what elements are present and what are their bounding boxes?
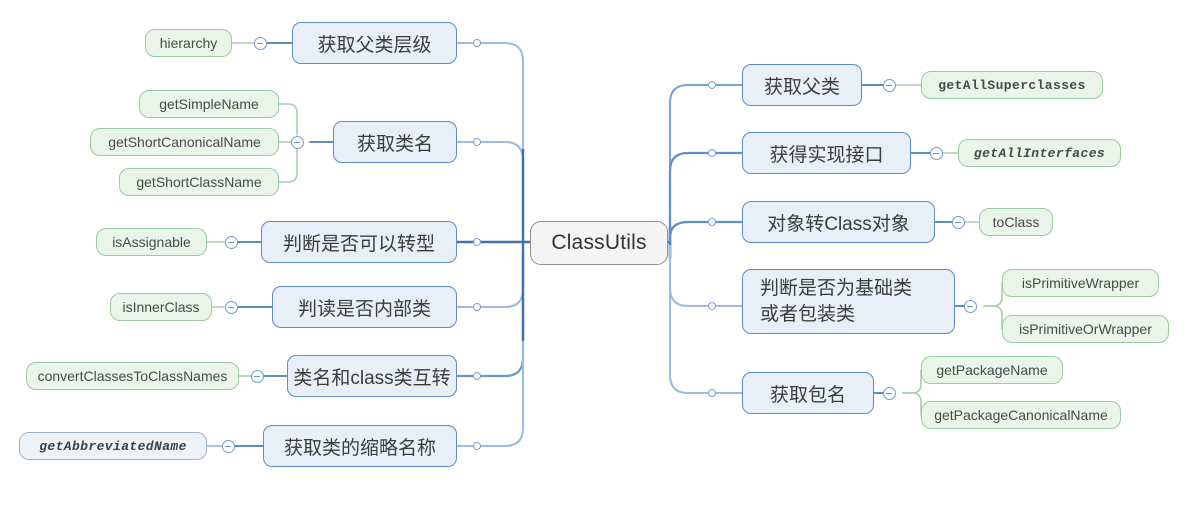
leaf-get-package-canonical-name[interactable]: getPackageCanonicalName xyxy=(921,401,1121,429)
leaf-get-short-class-name[interactable]: getShortClassName xyxy=(119,168,279,196)
topic-is-inner-class[interactable]: 判读是否内部类 xyxy=(272,286,457,328)
leaf-get-package-name[interactable]: getPackageName xyxy=(921,356,1063,384)
root-node-classutils[interactable]: ClassUtils xyxy=(530,221,668,265)
topic-get-package-name[interactable]: 获取包名 xyxy=(742,372,874,414)
branch-junction-dot[interactable] xyxy=(473,303,481,311)
topic-label: 判读是否内部类 xyxy=(297,298,431,320)
minus-circle-icon[interactable] xyxy=(930,147,943,160)
leaf-label: getShortClassName xyxy=(136,174,262,190)
topic-is-primitive-or-wrapper[interactable]: 判断是否为基础类 或者包装类 xyxy=(742,269,955,334)
topic-label: 判断是否为基础类 或者包装类 xyxy=(760,278,913,325)
topic-label: 获取类的缩略名称 xyxy=(283,437,436,459)
leaf-label: getSimpleName xyxy=(159,96,259,112)
branch-junction-dot[interactable] xyxy=(473,39,481,47)
leaf-hierarchy[interactable]: hierarchy xyxy=(145,29,232,57)
leaf-convert-classes-to-class-names[interactable]: convertClassesToClassNames xyxy=(26,362,239,390)
minus-circle-icon[interactable] xyxy=(254,37,267,50)
minus-circle-icon[interactable] xyxy=(222,440,235,453)
leaf-label: isPrimitiveWrapper xyxy=(1021,275,1140,291)
topic-label: 获取包名 xyxy=(769,384,846,406)
branch-junction-dot[interactable] xyxy=(708,218,716,226)
minus-circle-icon[interactable] xyxy=(251,370,264,383)
topic-label: 获取父类层级 xyxy=(317,34,432,56)
branch-junction-dot[interactable] xyxy=(473,442,481,450)
minus-circle-icon[interactable] xyxy=(291,136,304,149)
leaf-label: getPackageName xyxy=(936,362,1048,378)
branch-junction-dot[interactable] xyxy=(708,149,716,157)
minus-circle-icon[interactable] xyxy=(883,387,896,400)
leaf-label: isPrimitiveOrWrapper xyxy=(1019,321,1152,337)
leaf-is-assignable[interactable]: isAssignable xyxy=(96,228,207,256)
leaf-is-inner-class[interactable]: isInnerClass xyxy=(110,293,212,321)
leaf-is-primitive-wrapper[interactable]: isPrimitiveWrapper xyxy=(1002,269,1159,297)
leaf-get-all-superclasses[interactable]: getAllSuperclasses xyxy=(921,71,1103,99)
topic-label: 获取父类 xyxy=(763,76,840,98)
topic-label: 对象转Class对象 xyxy=(767,213,910,235)
leaf-label: hierarchy xyxy=(159,35,218,51)
topic-is-assignable[interactable]: 判断是否可以转型 xyxy=(261,221,457,263)
leaf-label: getAllInterfaces xyxy=(973,145,1106,161)
topic-get-interfaces[interactable]: 获得实现接口 xyxy=(742,132,911,174)
topic-class-name-conversion[interactable]: 类名和class类互转 xyxy=(287,355,457,397)
leaf-get-short-canonical-name[interactable]: getShortCanonicalName xyxy=(90,128,279,156)
topic-get-abbreviated-name[interactable]: 获取类的缩略名称 xyxy=(263,425,457,467)
leaf-label: getAbbreviatedName xyxy=(39,438,187,454)
leaf-get-abbreviated-name[interactable]: getAbbreviatedName xyxy=(19,432,207,460)
topic-get-superclass-hierarchy[interactable]: 获取父类层级 xyxy=(292,22,457,64)
root-node-label: ClassUtils xyxy=(551,231,647,254)
leaf-label: isAssignable xyxy=(112,234,191,250)
leaf-is-primitive-or-wrapper[interactable]: isPrimitiveOrWrapper xyxy=(1002,315,1169,343)
leaf-label: convertClassesToClassNames xyxy=(37,368,228,384)
topic-get-class-name[interactable]: 获取类名 xyxy=(333,121,457,163)
leaf-get-all-interfaces[interactable]: getAllInterfaces xyxy=(958,139,1121,167)
leaf-to-class[interactable]: toClass xyxy=(979,208,1053,236)
minus-circle-icon[interactable] xyxy=(225,236,238,249)
topic-label: 判断是否可以转型 xyxy=(282,233,435,255)
branch-junction-dot[interactable] xyxy=(708,389,716,397)
branch-junction-dot[interactable] xyxy=(473,138,481,146)
branch-junction-dot[interactable] xyxy=(708,302,716,310)
leaf-label: getShortCanonicalName xyxy=(108,134,261,150)
leaf-label: getPackageCanonicalName xyxy=(934,407,1108,423)
branch-junction-dot[interactable] xyxy=(473,238,481,246)
topic-object-to-class[interactable]: 对象转Class对象 xyxy=(742,201,935,243)
minus-circle-icon[interactable] xyxy=(883,79,896,92)
topic-get-superclasses[interactable]: 获取父类 xyxy=(742,64,862,106)
leaf-label: isInnerClass xyxy=(122,299,200,315)
topic-label: 类名和class类互转 xyxy=(293,367,451,389)
branch-junction-dot[interactable] xyxy=(708,81,716,89)
leaf-get-simple-name[interactable]: getSimpleName xyxy=(139,90,279,118)
leaf-label: getAllSuperclasses xyxy=(938,77,1086,93)
minus-circle-icon[interactable] xyxy=(952,216,965,229)
branch-junction-dot[interactable] xyxy=(473,372,481,380)
topic-label: 获取类名 xyxy=(356,133,433,155)
leaf-label: toClass xyxy=(992,214,1040,230)
topic-label: 获得实现接口 xyxy=(769,144,884,166)
minus-circle-icon[interactable] xyxy=(225,301,238,314)
minus-circle-icon[interactable] xyxy=(964,300,977,313)
